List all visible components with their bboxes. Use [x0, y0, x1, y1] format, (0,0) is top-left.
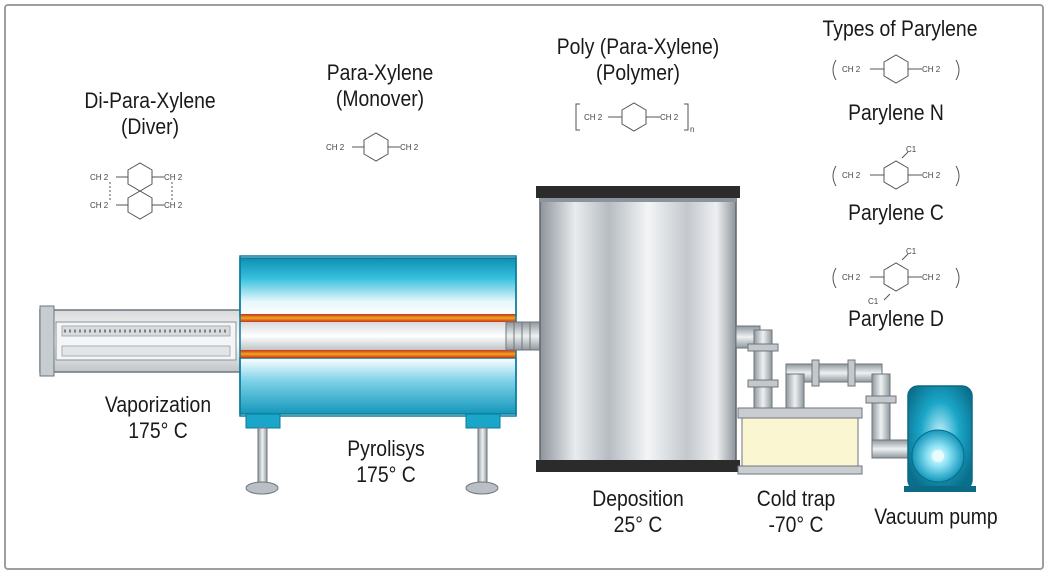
vacuum-pump	[904, 385, 976, 492]
parylene-d-ch-left: CH 2	[842, 273, 861, 282]
monomer-structure	[352, 132, 400, 162]
monomer-ch-right: CH 2	[400, 143, 419, 152]
vacuum-piping	[735, 325, 913, 459]
dimer-ch-tl: CH 2	[90, 173, 109, 182]
furnace-leg-left	[245, 413, 281, 495]
dimer-ch-br: CH 2	[164, 201, 183, 210]
parylene-c-ch-left: CH 2	[842, 171, 861, 180]
para-xylene-label: Para-Xylene (Monover)	[292, 60, 468, 112]
pyrolisys-line1: Pyrolisys	[347, 436, 425, 461]
parylene-c-ch-right: CH 2	[922, 171, 941, 180]
parylene-c-label: Parylene C	[848, 200, 944, 225]
polymer-ch-right: CH 2	[660, 113, 679, 122]
pyrolysis-furnace	[239, 255, 543, 495]
deposition-chamber	[536, 186, 740, 472]
para-xylene-line2: (Monover)	[335, 86, 425, 111]
dimer-structure	[109, 162, 173, 220]
vaporization-tube	[39, 305, 251, 377]
poly-para-xylene-line1: Poly (Para-Xylene)	[556, 34, 720, 59]
parylene-n-structure	[832, 54, 960, 84]
polymer-n: n	[690, 125, 694, 134]
poly-para-xylene-line2: (Polymer)	[596, 60, 680, 85]
cold-trap-label: Cold trap -70° C	[734, 486, 857, 538]
pyrolisys-label: Pyrolisys 175° C	[307, 436, 465, 488]
diagram-frame	[4, 4, 1044, 570]
parylene-d-structure	[832, 253, 960, 301]
cold-trap-temp: -70° C	[768, 512, 824, 537]
parylene-c-structure	[832, 151, 960, 190]
pyrolisys-temp: 175° C	[356, 462, 416, 487]
di-para-xylene-line2: (Diver)	[120, 114, 180, 139]
deposition-line1: Deposition	[592, 486, 684, 511]
parylene-d-ch-right: CH 2	[922, 273, 941, 282]
parylene-d-label: Parylene D	[848, 306, 944, 331]
poly-para-xylene-label: Poly (Para-Xylene) (Polymer)	[532, 34, 743, 86]
polymer-ch-left: CH 2	[584, 113, 603, 122]
cold-trap	[737, 407, 863, 475]
vaporization-temp: 175° C	[128, 418, 188, 443]
parylene-n-label: Parylene N	[848, 100, 944, 125]
vaporization-label: Vaporization 175° C	[79, 392, 237, 444]
dimer-ch-tr: CH 2	[164, 173, 183, 182]
monomer-ch-left: CH 2	[326, 143, 345, 152]
vacuum-pump-label: Vacuum pump	[874, 504, 998, 529]
furnace-leg-right	[465, 413, 501, 495]
dimer-ch-bl: CH 2	[90, 201, 109, 210]
di-para-xylene-label: Di-Para-Xylene (Diver)	[62, 88, 238, 140]
parylene-n-ch-left: CH 2	[842, 65, 861, 74]
cold-trap-line1: Cold trap	[756, 486, 836, 511]
para-xylene-line1: Para-Xylene	[326, 60, 434, 85]
polymer-structure	[575, 102, 689, 132]
parylene-c-cl: C1	[906, 145, 917, 154]
parylene-d-cl-top: C1	[906, 247, 917, 256]
di-para-xylene-line1: Di-Para-Xylene	[84, 88, 216, 113]
deposition-label: Deposition 25° C	[559, 486, 717, 538]
parylene-n-ch-right: CH 2	[922, 65, 941, 74]
deposition-temp: 25° C	[613, 512, 663, 537]
vaporization-line1: Vaporization	[104, 392, 212, 417]
parylene-d-cl-bottom: C1	[868, 297, 879, 306]
types-of-parylene-title: Types of Parylene	[822, 16, 978, 41]
